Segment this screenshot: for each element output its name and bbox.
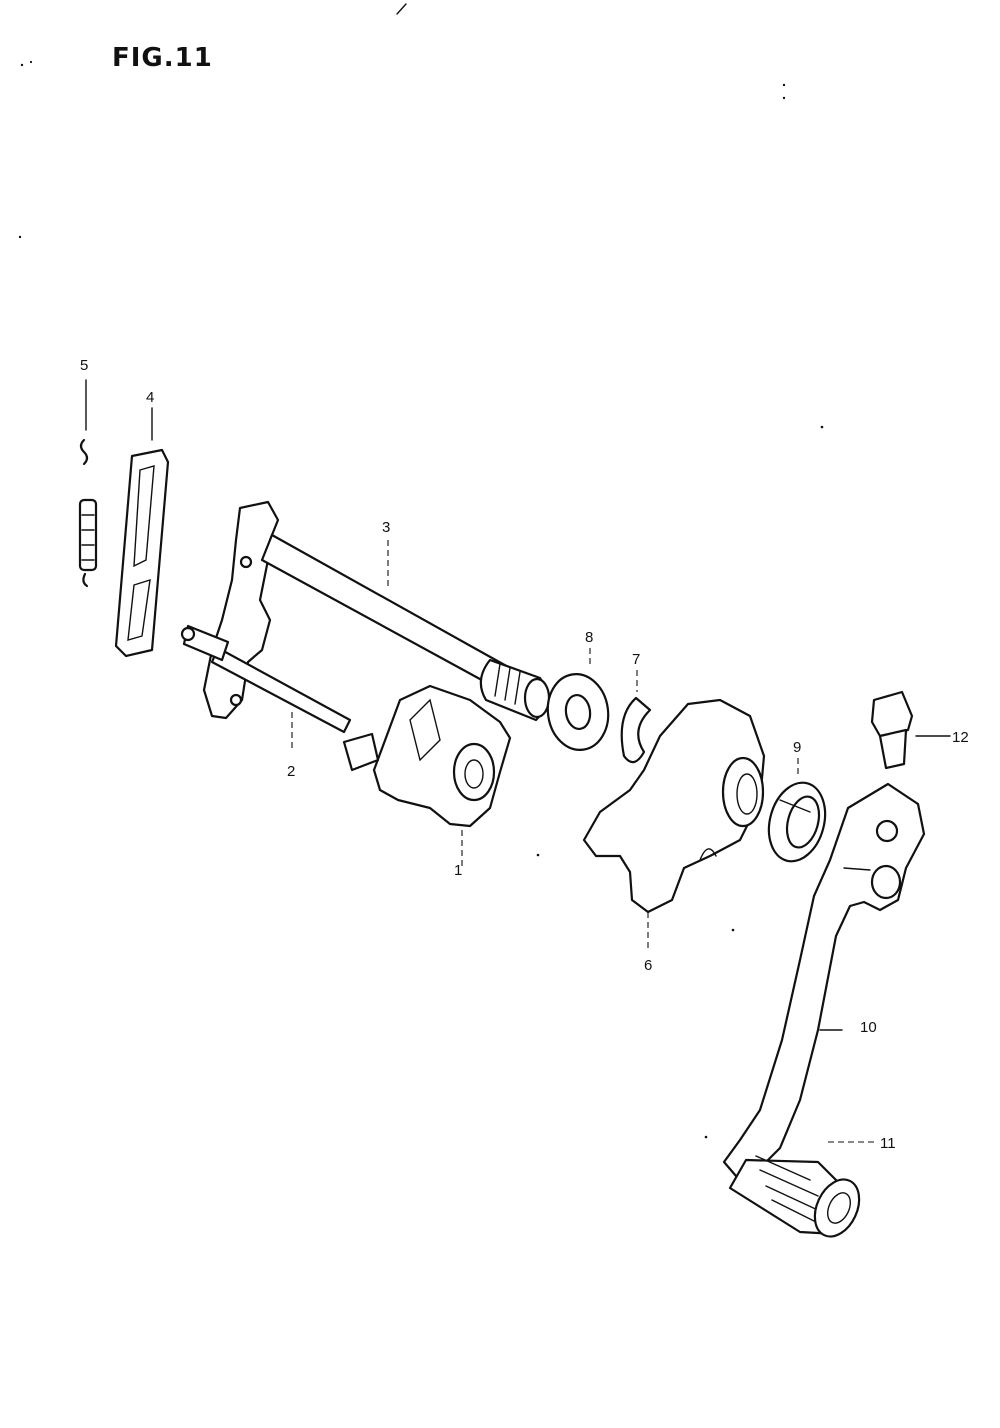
part-5-spring bbox=[78, 379, 98, 588]
callout-3: 3 bbox=[382, 519, 390, 536]
callout-10: 10 bbox=[860, 1019, 877, 1036]
callout-5: 5 bbox=[80, 357, 88, 374]
part-6-shift-arm bbox=[582, 698, 766, 952]
part-2-shaft-rod bbox=[180, 624, 352, 752]
figure-title: FIG.11 bbox=[112, 43, 213, 73]
part-7-circlip bbox=[620, 670, 652, 764]
part-4-stopper-plate bbox=[114, 407, 170, 658]
part-10-gear-shift-lever bbox=[722, 782, 926, 1178]
callout-12: 12 bbox=[952, 729, 969, 746]
part-11-pedal-rubber bbox=[728, 1141, 876, 1238]
part-1-shift-cam-lever bbox=[342, 684, 512, 870]
callout-11: 11 bbox=[880, 1135, 896, 1152]
scan-artifacts bbox=[18, 3, 824, 1139]
callout-6: 6 bbox=[644, 957, 652, 974]
callout-1: 1 bbox=[454, 862, 462, 879]
callout-9: 9 bbox=[793, 739, 801, 756]
callout-2: 2 bbox=[287, 763, 295, 780]
callout-labels: 1 2 3 4 5 6 7 8 9 10 11 12 bbox=[80, 357, 969, 1152]
part-9-oil-seal bbox=[767, 758, 827, 863]
part-12-bolt bbox=[870, 690, 951, 770]
part-3-gear-shift-shaft bbox=[202, 500, 551, 722]
callout-7: 7 bbox=[632, 651, 640, 668]
callout-8: 8 bbox=[585, 629, 593, 646]
part-8-washer bbox=[546, 648, 610, 751]
callout-4: 4 bbox=[146, 389, 154, 406]
